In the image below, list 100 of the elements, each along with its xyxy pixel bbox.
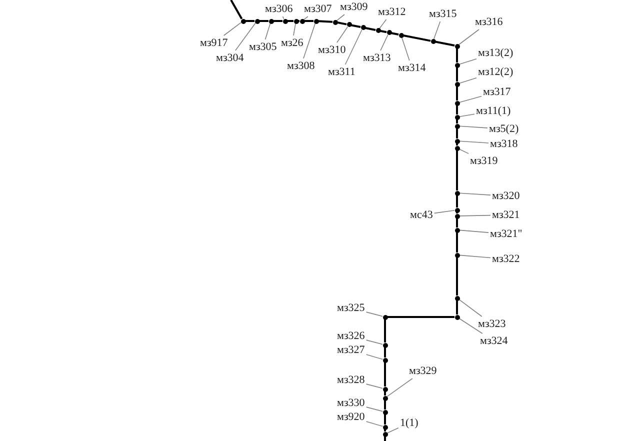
- route-point: [430, 38, 436, 44]
- leader-line: [303, 22, 316, 59]
- point-label: мз320: [492, 190, 520, 202]
- point-label: мз12(2): [478, 66, 514, 78]
- route-point: [382, 358, 388, 362]
- point-label: мз305: [249, 41, 277, 53]
- point-label: мз317: [483, 86, 511, 98]
- route-point: [382, 424, 388, 430]
- route-line: [403, 34, 431, 42]
- leader-line: [336, 26, 348, 43]
- point-label: мз311: [328, 66, 356, 78]
- leader-line: [459, 140, 489, 144]
- point-label: мз329: [409, 365, 437, 377]
- point-label: мз917: [200, 37, 228, 49]
- route-line: [456, 300, 458, 314]
- leader-line: [366, 406, 383, 412]
- route-point: [454, 114, 460, 120]
- leader-line: [366, 340, 383, 345]
- route-line: [456, 106, 458, 114]
- point-label: мз307: [304, 3, 332, 15]
- route-line: [246, 20, 254, 22]
- route-line: [456, 218, 458, 228]
- route-point: [240, 18, 246, 24]
- route-point: [454, 138, 460, 144]
- route-point: [454, 208, 460, 212]
- leader-line: [344, 29, 362, 65]
- leader-line: [380, 34, 388, 51]
- route-line: [384, 436, 386, 441]
- leader-line: [386, 378, 413, 397]
- point-label: мз322: [492, 253, 520, 265]
- leader-line: [293, 23, 296, 36]
- leader-line: [459, 254, 491, 258]
- point-label: мз306: [265, 3, 293, 15]
- route-point: [454, 252, 460, 258]
- route-line: [304, 20, 314, 22]
- leader-line: [458, 29, 480, 45]
- point-label: мз321: [492, 209, 520, 221]
- route-line: [435, 40, 455, 46]
- route-point: [454, 62, 460, 68]
- point-label: мз321": [490, 228, 522, 240]
- leader-line: [434, 210, 455, 214]
- point-label: мз316: [475, 16, 503, 28]
- route-point: [454, 214, 460, 218]
- route-point: [454, 100, 460, 106]
- leader-line: [459, 78, 477, 84]
- route-line: [456, 68, 458, 82]
- leader-line: [458, 318, 483, 334]
- point-label: мз920: [337, 411, 365, 423]
- route-line: [391, 32, 399, 36]
- route-line: [456, 128, 458, 138]
- route-line: [318, 20, 333, 23]
- leader-line: [459, 96, 482, 103]
- route-line: [456, 232, 458, 252]
- route-line: [384, 400, 386, 410]
- route-point: [294, 18, 298, 24]
- route-line: [384, 362, 386, 386]
- route-point: [282, 18, 288, 24]
- leader-line: [366, 384, 383, 389]
- route-point: [454, 190, 460, 196]
- leader-line: [459, 58, 477, 65]
- point-label: мз314: [398, 62, 426, 74]
- route-point: [382, 314, 388, 320]
- leader-line: [366, 354, 383, 360]
- route-line: [456, 212, 458, 214]
- point-label: мз310: [318, 44, 346, 56]
- leader-line: [366, 421, 383, 427]
- point-label: мз5(2): [489, 123, 519, 135]
- route-line: [365, 27, 376, 31]
- leader-line: [459, 114, 475, 117]
- route-line: [456, 196, 458, 208]
- point-label: мз308: [287, 60, 315, 72]
- point-label: мз309: [340, 1, 368, 13]
- leader-line: [459, 214, 491, 216]
- route-line: [456, 258, 458, 296]
- leader-line: [459, 230, 489, 233]
- route-line: [337, 22, 347, 26]
- point-label: мз330: [337, 397, 365, 409]
- route-line: [384, 414, 386, 424]
- route-point: [382, 410, 388, 414]
- point-label: мз327: [337, 344, 365, 356]
- point-label: мз323: [478, 318, 506, 330]
- leader-line: [235, 22, 256, 51]
- leader-line: [458, 148, 469, 154]
- route-line: [456, 86, 458, 100]
- point-label: мз312: [378, 6, 406, 18]
- point-label: мс43: [410, 209, 433, 221]
- route-line: [298, 20, 300, 22]
- leader-line: [366, 312, 383, 317]
- route-point: [454, 82, 460, 86]
- point-label: мз328: [337, 374, 365, 386]
- route-point: [382, 342, 388, 348]
- route-line: [274, 20, 282, 22]
- leader-line: [282, 16, 284, 20]
- route-point: [454, 228, 460, 232]
- route-point: [386, 30, 392, 36]
- route-line: [456, 48, 458, 62]
- point-label: мз313: [363, 52, 391, 64]
- route-line: [351, 24, 361, 28]
- route-point: [360, 25, 366, 30]
- leader-line: [336, 14, 345, 21]
